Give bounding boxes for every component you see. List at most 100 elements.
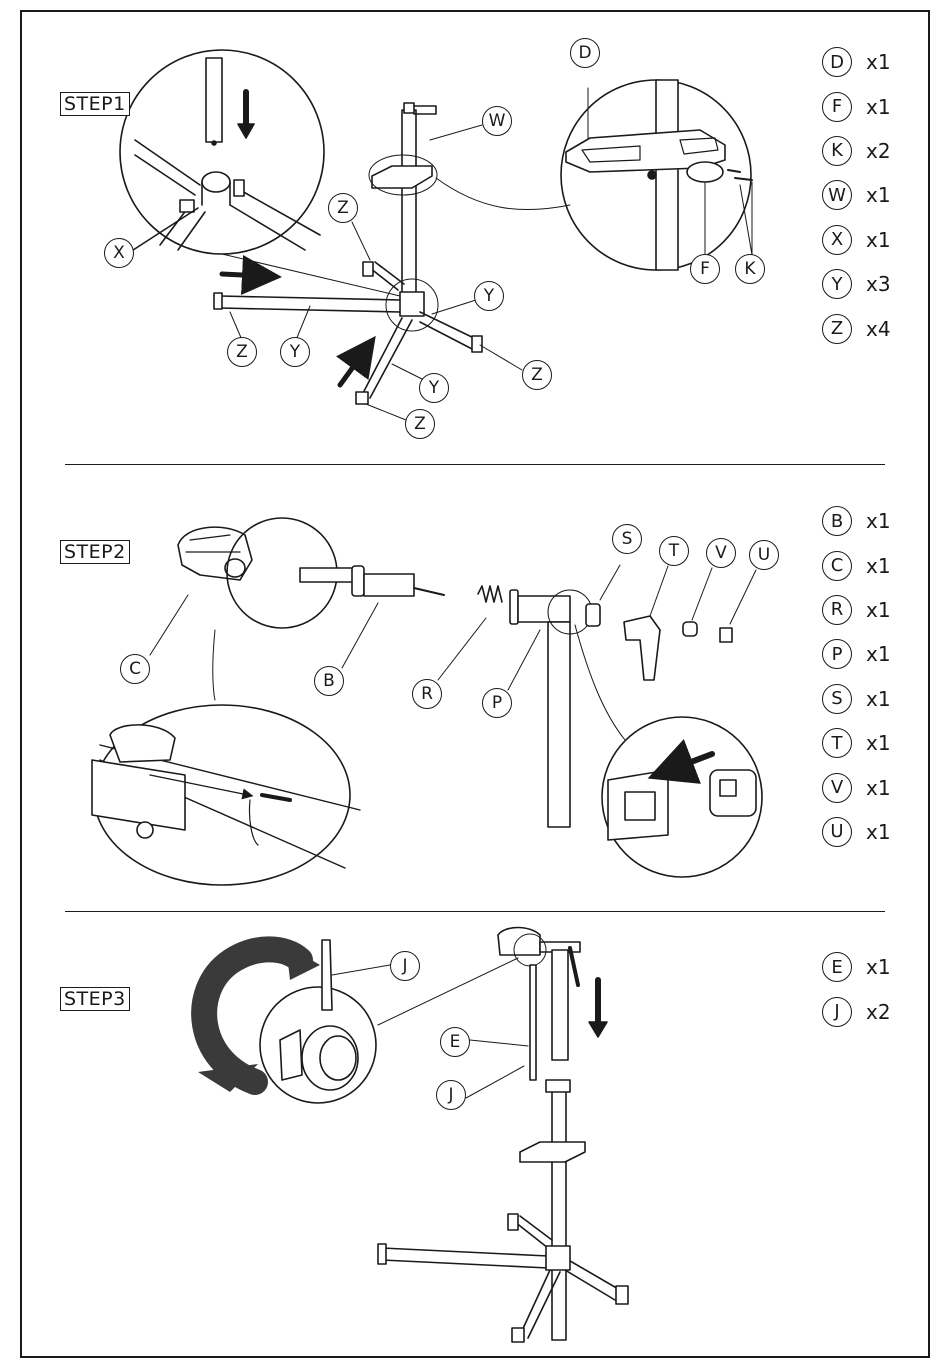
callout-D: D <box>570 38 600 68</box>
callout-Z: Z <box>522 360 552 390</box>
part-P-crossbar <box>518 596 570 622</box>
part-qty: x2 <box>866 1000 891 1024</box>
leg-left <box>220 296 400 312</box>
step1-label: STEP1 <box>60 92 130 116</box>
insert-arrow <box>670 754 712 770</box>
part-letter-badge: B <box>822 506 852 536</box>
insert-arrow-front <box>340 352 364 385</box>
callout-F: F <box>690 254 720 284</box>
callout-S: S <box>612 524 642 554</box>
callout-P: P <box>482 688 512 718</box>
callout-Y: Y <box>474 281 504 311</box>
part-letter-badge: D <box>822 47 852 77</box>
insert-arrow-left <box>222 274 262 276</box>
callout-Z: Z <box>328 193 358 223</box>
part-qty: x1 <box>866 95 891 119</box>
callout-Y: Y <box>280 337 310 367</box>
part-letter-badge: Y <box>822 269 852 299</box>
assembled-pole <box>552 1090 566 1340</box>
callout-B: B <box>314 666 344 696</box>
tray <box>372 166 432 188</box>
part-qty: x1 <box>866 598 891 622</box>
part-E-rod <box>530 965 536 1080</box>
part-qty: x1 <box>866 776 891 800</box>
clamp-F <box>687 162 723 182</box>
step3-drawing <box>198 928 628 1343</box>
part-qty: x1 <box>866 687 891 711</box>
callout-W: W <box>482 106 512 136</box>
part-qty: x1 <box>866 955 891 979</box>
part-letter-badge: K <box>822 136 852 166</box>
part-J-strap <box>322 940 332 1010</box>
step2-label: STEP2 <box>60 540 130 564</box>
callout-K: K <box>735 254 765 284</box>
down-arrow-head <box>238 124 254 138</box>
callout-C: C <box>120 654 150 684</box>
part-letter-badge: U <box>822 817 852 847</box>
detail-leg-2 <box>230 190 320 250</box>
part-qty: x1 <box>866 554 891 578</box>
callout-U: U <box>749 540 779 570</box>
callout-X: X <box>104 238 134 268</box>
part-U-cap <box>720 628 732 642</box>
detail-pole <box>206 58 222 142</box>
part-letter-badge: W <box>822 180 852 210</box>
part-qty: x1 <box>866 50 891 74</box>
part-letter-badge: R <box>822 595 852 625</box>
part-row: Ux1 <box>822 810 891 854</box>
part-letter-badge: C <box>822 551 852 581</box>
part-qty: x3 <box>866 272 891 296</box>
leg-right <box>420 312 478 350</box>
part-qty: x1 <box>866 183 891 207</box>
part-B-tube <box>300 568 354 582</box>
divider-2 <box>65 911 885 912</box>
part-qty: x1 <box>866 642 891 666</box>
part-R-spring <box>478 586 502 602</box>
callout-Z: Z <box>227 337 257 367</box>
callout-Y: Y <box>419 373 449 403</box>
part-row: Bx1 <box>822 499 891 543</box>
leg-back <box>370 262 404 290</box>
divider-1 <box>65 464 885 465</box>
part-T-lever <box>624 616 660 680</box>
part-qty: x1 <box>866 731 891 755</box>
step3-label: STEP3 <box>60 987 130 1011</box>
part-letter-badge: E <box>822 952 852 982</box>
part-S-insert <box>586 604 600 626</box>
part-row: Rx1 <box>822 588 891 632</box>
callout-V: V <box>706 538 736 568</box>
callout-J: J <box>390 951 420 981</box>
part-letter-badge: Z <box>822 314 852 344</box>
part-letter-badge: T <box>822 728 852 758</box>
main-pole <box>402 110 416 300</box>
callout-E: E <box>440 1027 470 1057</box>
part-qty: x4 <box>866 317 891 341</box>
callout-R: R <box>412 679 442 709</box>
part-qty: x1 <box>866 509 891 533</box>
part-qty: x2 <box>866 139 891 163</box>
callout-Z: Z <box>405 409 435 439</box>
part-letter-badge: S <box>822 684 852 714</box>
callout-J: J <box>436 1080 466 1110</box>
callout-T: T <box>659 536 689 566</box>
part-letter-badge: V <box>822 773 852 803</box>
part-qty: x1 <box>866 820 891 844</box>
part-qty: x1 <box>866 228 891 252</box>
